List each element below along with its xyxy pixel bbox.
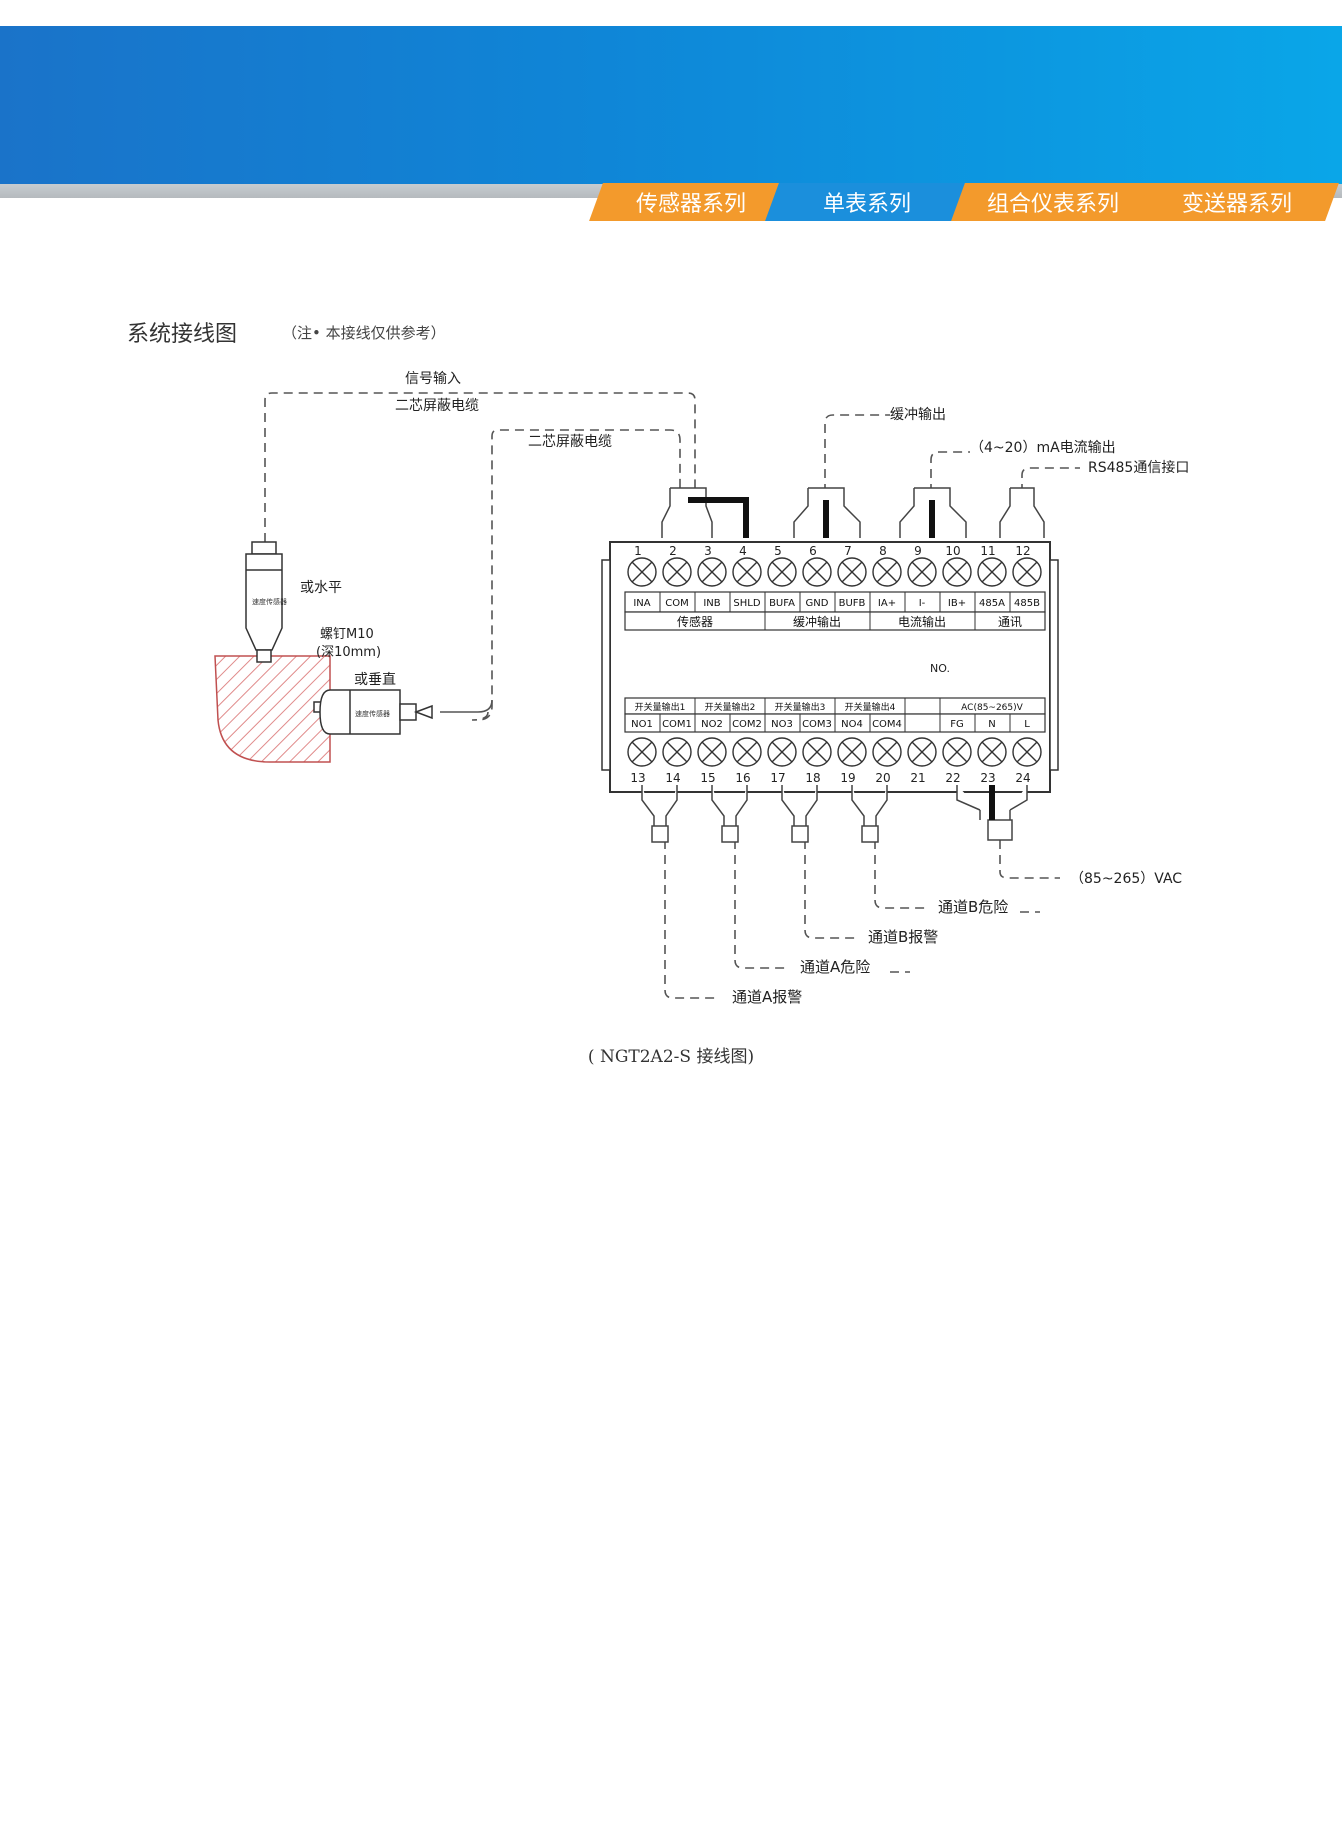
group-label: 开关量输出4 (845, 701, 896, 713)
group-label: 开关量输出2 (705, 701, 756, 713)
wiring-diagram: 信号输入 二芯屏蔽电缆 二芯屏蔽电缆 缓冲输出 （4~20）mA电流输出 RS4… (214, 371, 1189, 1006)
terminal-number: 22 (945, 771, 960, 785)
terminal-number: 5 (774, 544, 782, 558)
top-screws (627, 557, 1042, 587)
label-cable-1: 二芯屏蔽电缆 (395, 398, 479, 414)
section-note: （注• 本接线仅供参考） (282, 324, 446, 342)
terminal-number: 3 (704, 544, 712, 558)
bottom-plugs (641, 785, 1028, 843)
group-label: 开关量输出3 (775, 701, 826, 713)
top-group-labels: 传感器 缓冲输出 电流输出 通讯 (677, 614, 1022, 629)
terminal-number: 17 (770, 771, 785, 785)
terminal-label: NO1 (631, 719, 653, 730)
label-channel-a-alarm: 通道A报警 (732, 988, 802, 1006)
terminal-number: 10 (945, 544, 960, 558)
tab-combined-meter-series[interactable]: 组合仪表系列 (951, 183, 1155, 221)
signal-cables (264, 392, 1080, 999)
terminal-label: COM3 (802, 719, 832, 730)
label-channel-a-danger: 通道A危险 (800, 958, 870, 976)
terminal-number: 21 (910, 771, 925, 785)
terminal-label: COM (665, 598, 688, 609)
bottom-terminal-labels: NO1 COM1 NO2 COM2 NO3 COM3 NO4 COM4 FG N… (631, 719, 1030, 730)
terminal-label: BUFA (769, 598, 795, 609)
label-rs485: RS485通信接口 (1088, 459, 1189, 476)
terminal-label: NO2 (701, 719, 723, 730)
label-channel-b-danger: 通道B危险 (938, 898, 1008, 916)
bottom-terminal-numbers: 13 14 15 16 17 18 19 20 21 22 23 24 (630, 771, 1030, 785)
terminal-label: N (988, 719, 995, 730)
sensor-label-horizontal: 速度传感器 (252, 597, 287, 606)
group-label: 通讯 (998, 615, 1022, 629)
terminal-number: 1 (634, 544, 642, 558)
terminal-number: 20 (875, 771, 890, 785)
terminal-label: I- (919, 598, 926, 609)
terminal-label: L (1024, 719, 1030, 730)
tab-transmitter-series[interactable]: 变送器系列 (1135, 183, 1339, 221)
terminal-number: 11 (980, 544, 995, 558)
bottom-group-labels: 开关量输出1 开关量输出2 开关量输出3 开关量输出4 AC(85~265)V (635, 701, 1024, 713)
terminal-label: 485B (1014, 598, 1040, 609)
bottom-screws (627, 737, 1042, 767)
top-plugs (661, 487, 1045, 538)
label-current-output: （4~20）mA电流输出 (970, 440, 1116, 456)
mounting-block (214, 655, 331, 763)
section-title: 系统接线图 (127, 322, 238, 347)
group-label: 传感器 (677, 614, 713, 629)
top-terminal-numbers: 1 2 3 4 5 6 7 8 9 10 11 12 (634, 544, 1030, 558)
terminal-label: SHLD (733, 598, 760, 609)
terminal-number: 12 (1015, 544, 1030, 558)
group-label: AC(85~265)V (961, 703, 1023, 713)
terminal-number: 8 (879, 544, 887, 558)
label-vac: （85~265）VAC (1070, 871, 1182, 887)
terminal-label: BUFB (839, 598, 866, 609)
sensor-horizontal (245, 541, 283, 663)
sensor-label-vertical: 速度传感器 (355, 709, 390, 718)
terminal-number: 2 (669, 544, 677, 558)
terminal-label: NO3 (771, 719, 793, 730)
terminal-label: COM4 (872, 719, 902, 730)
label-channel-b-alarm: 通道B报警 (868, 928, 938, 946)
terminal-number: 19 (840, 771, 855, 785)
terminal-number: 15 (700, 771, 715, 785)
terminal-number: 13 (630, 771, 645, 785)
label-horizontal: 或水平 (300, 580, 342, 596)
terminal-label: 485A (979, 598, 1005, 609)
label-screw: 螺钉M10 (320, 627, 374, 642)
terminal-number: 9 (914, 544, 922, 558)
group-label: 电流输出 (898, 614, 946, 629)
terminal-label: COM1 (662, 719, 692, 730)
group-label: 开关量输出1 (635, 701, 686, 713)
label-no: NO. (930, 662, 950, 675)
label-signal-input: 信号输入 (405, 371, 461, 387)
tab-sensor-series[interactable]: 传感器系列 (589, 183, 793, 221)
terminal-label: NO4 (841, 719, 863, 730)
diagram-caption: ( NGT2A2-S 接线图) (587, 1047, 755, 1067)
terminal-number: 18 (805, 771, 820, 785)
label-buffer-output: 缓冲输出 (890, 407, 946, 423)
terminal-number: 23 (980, 771, 995, 785)
terminal-number: 14 (665, 771, 680, 785)
terminal-number: 16 (735, 771, 750, 785)
terminal-number: 7 (844, 544, 852, 558)
top-terminal-labels: INA COM INB SHLD BUFA GND BUFB IA+ I- IB… (633, 598, 1040, 609)
terminal-label: INB (703, 598, 720, 609)
sensor-vertical (313, 689, 433, 735)
terminal-number: 4 (739, 544, 747, 558)
tab-single-meter-series[interactable]: 单表系列 (765, 183, 969, 221)
group-label: 缓冲输出 (793, 614, 841, 629)
top-shield-wires (688, 497, 935, 538)
terminal-label: IB+ (948, 598, 966, 609)
terminal-label: GND (806, 598, 829, 609)
terminal-label: FG (950, 719, 964, 730)
terminal-number: 24 (1015, 771, 1030, 785)
label-vertical: 或垂直 (354, 671, 396, 688)
terminal-number: 6 (809, 544, 817, 558)
label-cable-2: 二芯屏蔽电缆 (528, 434, 612, 450)
header-banner (0, 26, 1342, 184)
terminal-label: COM2 (732, 719, 762, 730)
terminal-label: IA+ (878, 598, 896, 609)
terminal-label: INA (633, 598, 650, 609)
label-depth: (深10mm) (316, 645, 381, 660)
